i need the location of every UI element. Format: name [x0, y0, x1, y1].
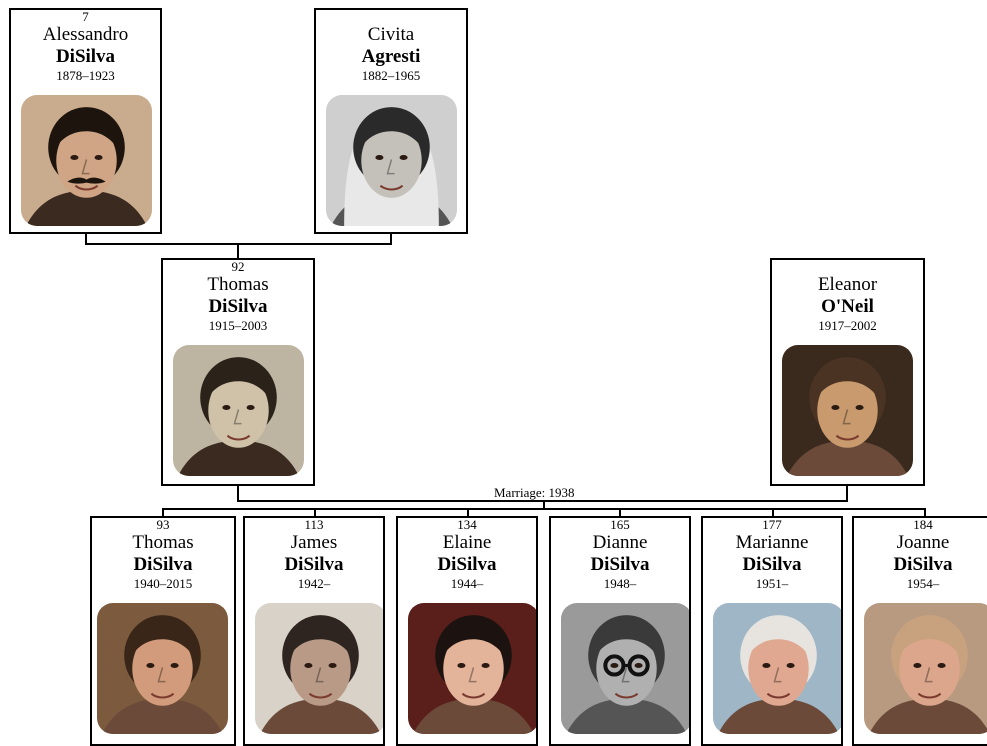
connector-line [924, 508, 926, 518]
life-years: 1878–1923 [56, 68, 115, 83]
given-name: Civita [367, 24, 415, 45]
person-number: 92 [231, 259, 245, 274]
life-years: 1882–1965 [361, 68, 421, 83]
surname: DiSilva [742, 554, 802, 575]
person-number: 134 [457, 517, 477, 532]
portrait-image [255, 603, 383, 734]
person-number: 93 [156, 517, 170, 532]
surname: DiSilva [590, 554, 650, 575]
given-name: Elaine [442, 532, 492, 553]
portrait-image [864, 603, 987, 734]
portrait-image [713, 603, 841, 734]
portrait-image [97, 603, 228, 734]
person-number: 177 [762, 517, 782, 532]
portrait-image [561, 603, 689, 734]
life-years: 1940–2015 [133, 576, 193, 591]
surname: Agresti [361, 46, 421, 67]
connector-line [619, 508, 621, 518]
connector-line [467, 508, 469, 518]
portrait-photo [408, 603, 536, 734]
surname: DiSilva [133, 554, 193, 575]
given-name: Thomas [132, 532, 194, 553]
person-number: 184 [913, 517, 933, 532]
life-years: 1954– [906, 576, 940, 591]
given-name: Eleanor [817, 274, 878, 295]
given-name: James [290, 532, 338, 553]
portrait-photo [326, 95, 457, 226]
given-name: Dianne [592, 532, 648, 553]
marriage-label: Marriage: 1938 [492, 485, 577, 500]
surname: DiSilva [284, 554, 344, 575]
connector-line [543, 500, 545, 510]
portrait-photo [782, 345, 913, 476]
portrait-image [21, 95, 152, 226]
portrait-photo [713, 603, 841, 734]
marriage-line [237, 500, 848, 502]
portrait-photo [864, 603, 987, 734]
connector-line [772, 508, 774, 518]
surname: DiSilva [208, 296, 268, 317]
connector-line [314, 508, 316, 518]
life-years: 1951– [755, 576, 789, 591]
portrait-photo [561, 603, 689, 734]
surname: O'Neil [821, 296, 874, 317]
person-number [316, 10, 466, 24]
person-number: 165 [610, 517, 630, 532]
portrait-photo [173, 345, 304, 476]
portrait-photo [97, 603, 228, 734]
connector-line [390, 232, 392, 244]
portrait-image [408, 603, 536, 734]
person-number: 7 [82, 9, 89, 24]
connector-line [162, 508, 164, 518]
connector-line [846, 484, 848, 502]
given-name: Joanne [896, 532, 950, 553]
connector-line [85, 232, 87, 244]
surname: DiSilva [55, 46, 116, 67]
life-years: 1944– [450, 576, 484, 591]
life-years: 1915–2003 [208, 318, 268, 333]
children-line [162, 508, 926, 510]
portrait-photo [255, 603, 383, 734]
portrait-image [782, 345, 913, 476]
surname: DiSilva [893, 554, 953, 575]
life-years: 1942– [297, 576, 331, 591]
given-name: Marianne [735, 532, 809, 553]
connector-line [237, 243, 239, 260]
given-name: Alessandro [42, 24, 129, 45]
portrait-image [173, 345, 304, 476]
surname: DiSilva [437, 554, 497, 575]
portrait-image [326, 95, 457, 226]
given-name: Thomas [207, 274, 269, 295]
life-years: 1948– [603, 576, 637, 591]
connector-line [237, 484, 239, 502]
portrait-photo [21, 95, 152, 226]
life-years: 1917–2002 [818, 318, 877, 333]
person-number [772, 260, 923, 274]
person-number: 113 [304, 517, 324, 532]
